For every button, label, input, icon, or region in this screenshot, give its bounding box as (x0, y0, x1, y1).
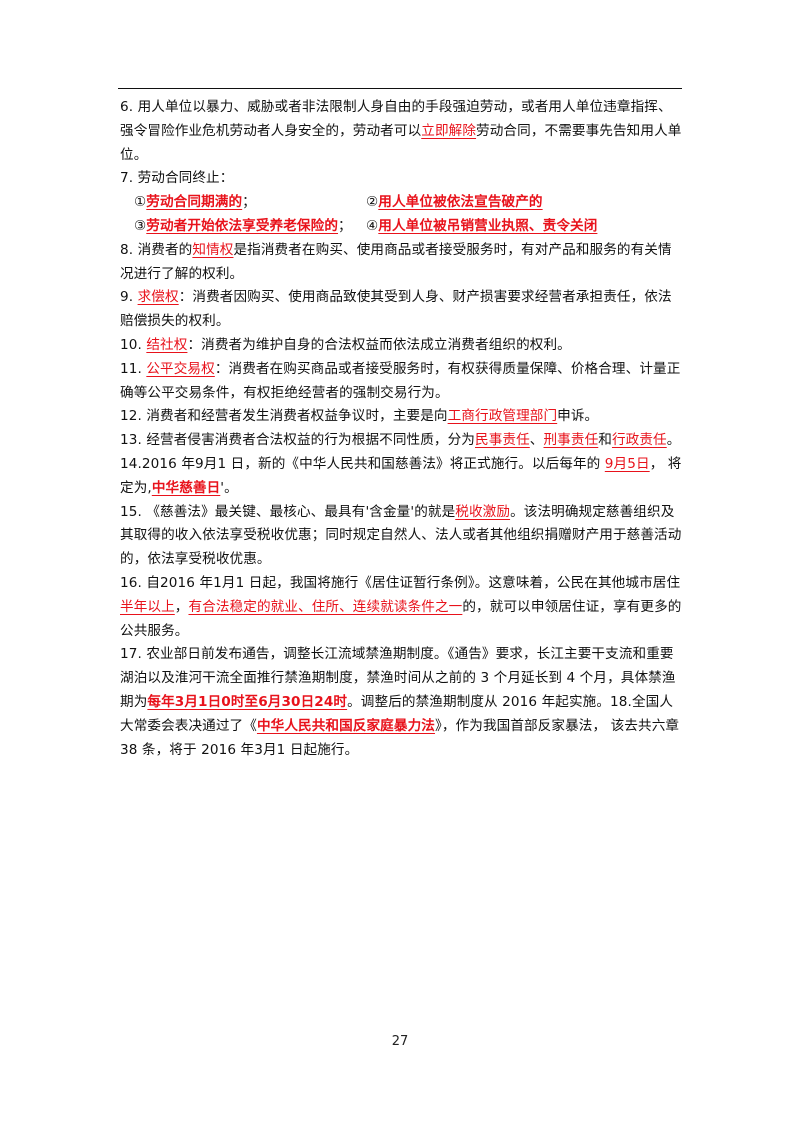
text-run: 12. 消费者和经营者发生消费者权益争议时，主要是向 (120, 408, 448, 425)
text-run: ：消费者为维护自身的合法权益而依法成立消费者组织的权利。 (187, 336, 571, 353)
highlighted-term: 有合法稳定的就业、住所、连续就读条件之一 (188, 598, 463, 615)
text-run: '。 (220, 479, 238, 496)
text-run: 10. (120, 336, 147, 353)
text-run: ④ (366, 217, 379, 234)
text-run: ① (134, 194, 147, 211)
paragraph: 11. 公平交易权：消费者在购买商品或者接受服务时，有权获得质量保障、价格合理、… (120, 358, 682, 406)
paragraph: 6. 用人单位以暴力、威胁或者非法限制人身自由的手段强迫劳动，或者用人单位违章指… (120, 96, 682, 167)
list-item-left: ①劳动合同期满的； (134, 191, 366, 215)
highlighted-term: 每年3月1日0时至6月30日24时 (147, 693, 348, 710)
highlighted-term: 行政责任 (611, 432, 667, 449)
text-run: 9. (120, 289, 138, 306)
highlighted-term: 9月5日 (604, 455, 650, 472)
text-run: 的，就可以申领居住证，享有更多的公共服务。 (120, 598, 682, 639)
text-run: 7. 劳动合同终止： (120, 170, 234, 187)
paragraph: 17. 农业部日前发布通告，调整长江流域禁渔期制度。《通告》要求，长江主要干支流… (120, 643, 682, 762)
page-number: 27 (391, 1034, 409, 1049)
highlighted-term: 半年以上 (120, 598, 175, 615)
text-run: 6. 用人单位以暴力、威胁或者非法限制人身自由的手段强迫劳动，或者用人单位违章指… (120, 99, 672, 139)
text-run: 。调整后的禁渔期制度从 2016 年起实施。18.全国人大常委会表决通过了《 (120, 693, 674, 734)
header-rule (118, 88, 682, 89)
text-run: 。该法明确规定慈善组织及其取得的收入依法享受税收优惠；同时规定自然人、法人或者其… (120, 503, 682, 568)
highlighted-term: 公平交易权 (146, 360, 215, 377)
highlighted-term: 立即解除 (421, 122, 477, 139)
text-run: 和 (598, 432, 612, 449)
highlighted-term: 工商行政管理部门 (447, 408, 558, 425)
text-run: 、 (529, 432, 544, 449)
text-run: 14.2016 年9月1 日，新的《中华人民共和国慈善法》将正式施行。以后每年的 (120, 455, 605, 472)
highlighted-term: 劳动者开始依法享受养老保险的 (146, 217, 339, 234)
list-item-pair: ③劳动者开始依法享受养老保险的；④用人单位被吊销营业执照、责令关闭 (120, 215, 682, 239)
paragraph: 10. 结社权：消费者为维护自身的合法权益而依法成立消费者组织的权利。 (120, 334, 682, 358)
highlighted-term: 刑事责任 (543, 432, 599, 449)
text-run: 11. (120, 360, 147, 377)
text-run: 15. 《慈善法》最关键、最核心、最具有'含金量'的就是 (120, 503, 456, 520)
text-run: ， 将定为, (120, 455, 682, 496)
paragraph: 9. 求偿权：消费者因购买、使用商品致使其受到人身、财产损害要求经营者承担责任，… (120, 286, 682, 334)
paragraph: 7. 劳动合同终止： (120, 167, 682, 191)
text-run: 》，作为我国首部反家暴法， 该去共六章 38 条，将于 2016 年3月1 日起… (120, 717, 680, 758)
list-item-left: ③劳动者开始依法享受养老保险的； (134, 215, 366, 239)
highlighted-term: 求偿权 (137, 289, 179, 306)
paragraph: 15. 《慈善法》最关键、最核心、最具有'含金量'的就是税收激励。该法明确规定慈… (120, 501, 682, 572)
text-run: 是指消费者在购买、使用商品或者接受服务时，有对产品和服务的有关情况进行了解的权利… (120, 241, 672, 282)
highlighted-term: 知情权 (192, 241, 234, 258)
text-run: ：消费者因购买、使用商品致使其受到人身、财产损害要求经营者承担责任，依法赔偿损失… (120, 289, 672, 330)
highlighted-term: 中华人民共和国反家庭暴力法 (256, 717, 435, 734)
paragraph: 8. 消费者的知情权是指消费者在购买、使用商品或者接受服务时，有对产品和服务的有… (120, 239, 682, 287)
text-run: ③ (134, 217, 147, 234)
text-run: 17. 农业部日前发布通告，调整长江流域禁渔期制度。《通告》要求，长江主要干支流… (120, 646, 676, 710)
list-item-right: ②用人单位被依法宣告破产的 (366, 191, 543, 215)
highlighted-term: 用人单位被吊销营业执照、责令关闭 (378, 217, 598, 234)
paragraph: 13. 经营者侵害消费者合法权益的行为根据不同性质，分为民事责任、刑事责任和行政… (120, 429, 682, 453)
text-run: ：消费者在购买商品或者接受服务时，有权获得质量保障、价格合理、计量正确等公平交易… (120, 360, 681, 401)
highlighted-term: 结社权 (146, 336, 188, 353)
paragraph: 12. 消费者和经营者发生消费者权益争议时，主要是向工商行政管理部门申诉。 (120, 405, 682, 429)
text-run: 13. 经营者侵害消费者合法权益的行为根据不同性质，分为 (120, 432, 475, 449)
text-run: 16. 自2016 年1月1 日起，我国将施行《居住证暂行条例》。这意味着，公民… (120, 574, 681, 591)
list-item-right: ④用人单位被吊销营业执照、责令关闭 (366, 215, 597, 239)
text-run: ； (242, 194, 256, 211)
text-run: 8. 消费者的 (120, 241, 193, 258)
paragraph: 16. 自2016 年1月1 日起，我国将施行《居住证暂行条例》。这意味着，公民… (120, 572, 682, 643)
list-item-pair: ①劳动合同期满的；②用人单位被依法宣告破产的 (120, 191, 682, 215)
text-run: 。 (666, 432, 681, 449)
highlighted-term: 劳动合同期满的 (146, 194, 243, 211)
paragraph: 14.2016 年9月1 日，新的《中华人民共和国慈善法》将正式施行。以后每年的… (120, 453, 682, 501)
highlighted-term: 税收激励 (455, 503, 511, 520)
highlighted-term: 中华慈善日 (151, 479, 221, 496)
text-run: 申诉。 (557, 408, 599, 425)
text-run: ② (366, 194, 379, 211)
document-body: 6. 用人单位以暴力、威胁或者非法限制人身自由的手段强迫劳动，或者用人单位违章指… (120, 96, 682, 762)
text-run: 劳动合同，不需要事先告知用人单位。 (120, 122, 682, 163)
highlighted-term: 用人单位被依法宣告破产的 (378, 194, 543, 211)
highlighted-term: 民事责任 (475, 432, 530, 449)
text-run: ； (338, 217, 352, 234)
text-run: ， (174, 598, 189, 615)
